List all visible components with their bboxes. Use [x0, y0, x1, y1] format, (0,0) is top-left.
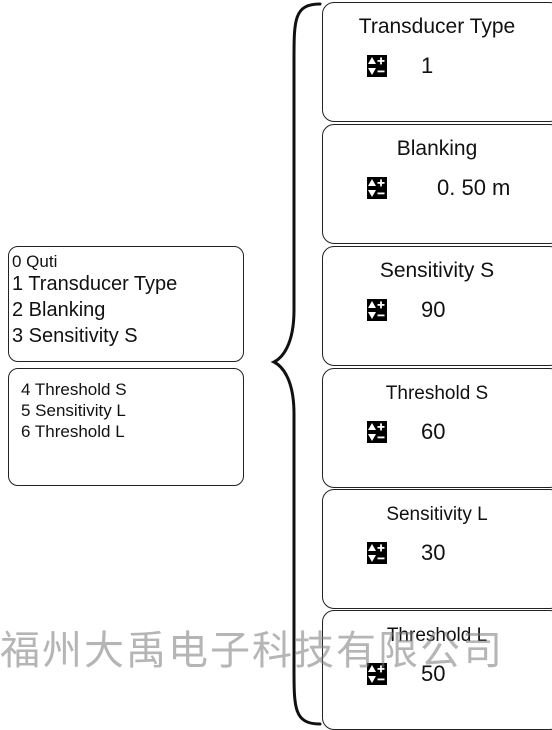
plus-minus-key-icon [367, 421, 387, 443]
menu-item-threshold-l[interactable]: 6 Threshold L [21, 422, 125, 441]
param-value[interactable]: 90 [421, 297, 446, 322]
plus-minus-key-icon [367, 299, 387, 321]
curly-brace-connector [270, 2, 322, 726]
param-title: Threshold L [386, 625, 488, 646]
param-box-transducer-type: Transducer Type 1 [322, 2, 552, 122]
param-value[interactable]: 60 [421, 419, 446, 444]
plus-minus-key-icon [367, 663, 387, 685]
menu-item-transducer-type[interactable]: 1 Transducer Type [12, 273, 178, 295]
param-box-sensitivity-l: Sensitivity L 30 [322, 489, 552, 609]
plus-minus-key-icon [367, 55, 387, 77]
plus-minus-key-icon [367, 177, 387, 199]
param-title: Transducer Type [358, 15, 516, 38]
menu-item-blanking[interactable]: 2 Blanking [12, 299, 106, 321]
menu-box-main: 0 Quti 1 Transducer Type 2 Blanking 3 Se… [8, 246, 244, 362]
param-box-sensitivity-s: Sensitivity S 90 [322, 246, 552, 366]
param-value[interactable]: 1 [421, 53, 434, 78]
param-box-threshold-l: Threshold L 50 [322, 610, 552, 730]
menu-item-sensitivity-s[interactable]: 3 Sensitivity S [12, 325, 138, 347]
param-value[interactable]: 50 [421, 661, 446, 686]
param-title: Blanking [396, 137, 478, 160]
param-value[interactable]: 30 [421, 540, 446, 565]
menu-box-more: 4 Threshold S 5 Sensitivity L 6 Threshol… [8, 368, 244, 486]
param-box-blanking: Blanking 0. 50 m [322, 124, 552, 244]
param-box-threshold-s: Threshold S 60 [322, 368, 552, 488]
param-title: Sensitivity L [386, 504, 488, 525]
plus-minus-key-icon [367, 542, 387, 564]
param-title: Sensitivity S [379, 259, 495, 282]
param-title: Threshold S [385, 383, 489, 404]
param-value[interactable]: 0. 50 m [437, 175, 511, 200]
menu-item-sensitivity-l[interactable]: 5 Sensitivity L [21, 401, 126, 420]
menu-item-quit[interactable]: 0 Quti [12, 252, 58, 271]
menu-item-threshold-s[interactable]: 4 Threshold S [21, 380, 127, 399]
